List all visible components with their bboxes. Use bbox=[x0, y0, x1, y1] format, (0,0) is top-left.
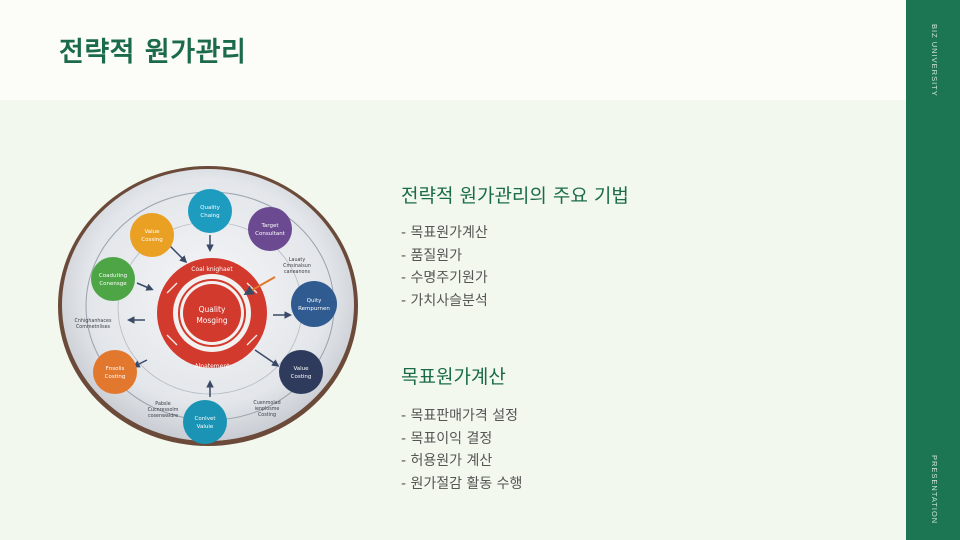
outer-label: Cucnressolm bbox=[148, 407, 179, 413]
outer-label: Cmsinalsun bbox=[283, 263, 311, 269]
node-label: Quality bbox=[200, 205, 220, 211]
list-item: - 목표원가계산 bbox=[401, 225, 488, 241]
list-item: - 목표판매가격 설정 bbox=[401, 408, 518, 424]
node-label: Chaing bbox=[200, 213, 219, 219]
list-item: - 허용원가 계산 bbox=[401, 453, 493, 469]
node-label: Rempurnen bbox=[298, 306, 330, 312]
outer-label: Cuenmolad bbox=[253, 400, 280, 406]
node-label: Target bbox=[260, 223, 279, 229]
ring-arrow bbox=[166, 282, 178, 294]
node-label: Coaduting bbox=[99, 273, 127, 279]
node-label: Consultant bbox=[255, 231, 286, 237]
node-label: Conlvet bbox=[194, 416, 216, 422]
section-target-costing: 목표원가계산 - 목표판매가격 설정 - 목표이익 결정 - 허용원가 계산 -… bbox=[401, 362, 522, 495]
side-label-bottom: PRESENTATION bbox=[930, 455, 939, 525]
list-item: - 가치사슬분석 bbox=[401, 292, 488, 309]
ring-label-top: Coal knighaet bbox=[191, 266, 233, 273]
node-coaduting-conensge bbox=[91, 257, 135, 301]
list-item: - 목표이익 결정 bbox=[401, 430, 493, 447]
arrow-upper-right bbox=[243, 276, 276, 295]
arrow-lower-right bbox=[254, 349, 280, 367]
node-label: Value bbox=[293, 366, 309, 372]
outer-label: Pabsle bbox=[155, 401, 170, 407]
section-title: 목표원가계산 bbox=[401, 366, 506, 388]
connector-arrows bbox=[127, 235, 292, 397]
node-fnsolis-costing bbox=[93, 350, 137, 394]
list-item: - 수명주기원가 bbox=[401, 270, 488, 286]
list-item: - 품질원가 bbox=[401, 247, 463, 264]
side-label-top: BIZ UNIVERSITY bbox=[930, 24, 939, 97]
arrow-upper-left bbox=[168, 244, 188, 264]
node-label: Conensge bbox=[99, 281, 127, 287]
ring-label-bottom: Alnatement bbox=[195, 363, 231, 370]
center-label-1: Quality bbox=[199, 305, 226, 314]
node-label: Costing bbox=[291, 374, 312, 380]
outer-labels: Lauaty Cmsinalsun caneanons Cnhighanhace… bbox=[75, 257, 311, 419]
node-quality-chaing bbox=[188, 189, 232, 233]
section-key-techniques: 전략적 원가관리의 주요 기법 - 목표원가계산 - 품질원가 - 수명주기원가… bbox=[401, 181, 629, 312]
section-title: 전략적 원가관리의 주요 기법 bbox=[401, 185, 629, 207]
header-bar: 전략적 원가관리 bbox=[0, 0, 906, 100]
arrow-left bbox=[136, 282, 154, 291]
diagram-nodes: Quality Chaing Target Consultant Quity R… bbox=[91, 189, 337, 444]
center-label-2: Mosging bbox=[196, 316, 228, 325]
node-target-consultant bbox=[248, 207, 292, 251]
node-quity-rempurnen bbox=[291, 281, 337, 327]
center-disc-outline bbox=[178, 279, 246, 347]
node-conlvet-valuie bbox=[183, 400, 227, 444]
node-label: Valuie bbox=[197, 424, 214, 430]
node-label: Cossing bbox=[141, 237, 162, 243]
outer-label: caneanons bbox=[284, 270, 311, 275]
arrow-lower-left bbox=[132, 359, 148, 368]
side-band: BIZ UNIVERSITY PRESENTATION bbox=[906, 0, 960, 540]
node-label: Costing bbox=[105, 374, 126, 380]
ring-arrow bbox=[166, 334, 178, 346]
outer-label: ienplosme bbox=[255, 406, 280, 412]
list-item: - 원가절감 활동 수행 bbox=[401, 475, 523, 492]
ring-arrow bbox=[246, 334, 258, 346]
center-disc bbox=[183, 284, 241, 342]
outer-label: cosenwaldre bbox=[148, 413, 178, 419]
node-label: Value bbox=[144, 229, 160, 235]
node-value-costing bbox=[279, 350, 323, 394]
outer-label: Costing bbox=[258, 412, 276, 418]
outer-label: Lauaty bbox=[289, 257, 305, 263]
node-value-cossing bbox=[130, 213, 174, 257]
node-label: Quity bbox=[307, 298, 322, 304]
page-title: 전략적 원가관리 bbox=[59, 37, 247, 68]
strategy-diagram-image: Quality Mosging Coal knighaet Alnatement… bbox=[57, 165, 359, 447]
node-label: Fnsolis bbox=[106, 366, 125, 372]
outer-label: Cnhighanhaces bbox=[75, 318, 112, 324]
outer-label: Commetnlises bbox=[76, 324, 111, 330]
